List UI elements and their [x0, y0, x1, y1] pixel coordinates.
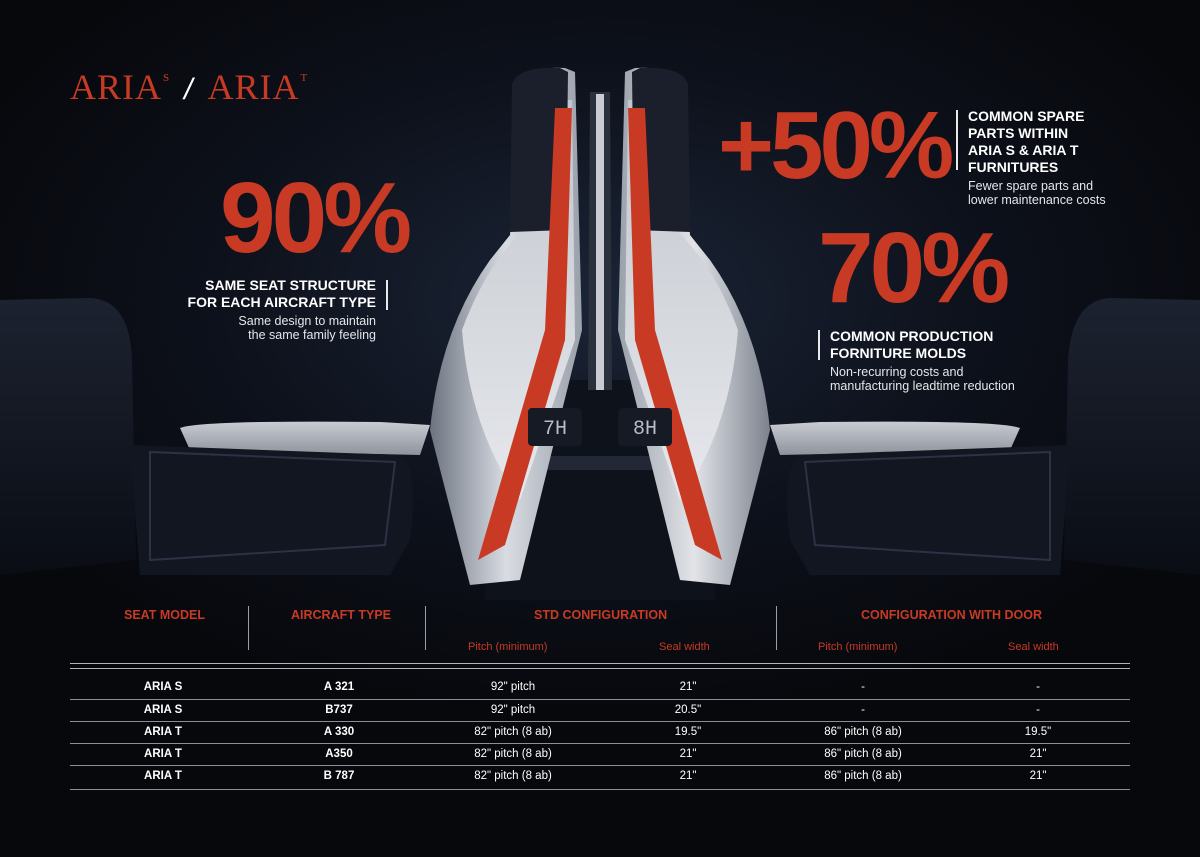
cell-std-pitch: 92" pitch [490, 704, 536, 716]
table-row: ARIA T A350 82" pitch (8 ab) 21" 86" pit… [70, 744, 1130, 766]
right-side-console [1064, 298, 1200, 575]
stat-90-heading-line: FOR EACH AIRCRAFT TYPE [187, 294, 376, 310]
table-bottom-rule [70, 789, 1130, 790]
table-header-rule [70, 668, 1130, 669]
seat-label-7h: 7H [543, 418, 567, 441]
seat-plate-8h [618, 408, 672, 446]
cell-aircraft-type: B 787 [323, 770, 355, 782]
cell-seat-model: ARIA T [144, 726, 182, 738]
stat-50-heading-line: FURNITURES [968, 159, 1059, 175]
table-header-std-configuration: STD CONFIGURATION [534, 608, 668, 622]
seat-label-8h: 8H [633, 418, 657, 441]
table-row: ARIA S A 321 92" pitch 21" - - [70, 677, 1130, 699]
cell-door-pitch: 86" pitch (8 ab) [824, 726, 902, 738]
right-armrest-tray [770, 421, 1020, 455]
stat-70-sub-line: manufacturing leadtime reduction [830, 379, 1015, 393]
cell-door-width: 19.5" [1024, 726, 1052, 738]
stat-50-divider [956, 110, 958, 170]
stat-70-heading-line: COMMON PRODUCTION [830, 328, 994, 344]
stat-70-caption: COMMON PRODUCTION FORNITURE MOLDS Non-re… [818, 328, 1050, 393]
table-subheader-door-width: Seal width [1008, 641, 1059, 653]
table-subheader-std-width: Seal width [659, 641, 710, 653]
cell-aircraft-type: A 330 [323, 726, 355, 738]
cell-std-width: 19.5" [674, 726, 702, 738]
table-header-divider [248, 606, 249, 650]
cell-door-pitch: 86" pitch (8 ab) [824, 770, 902, 782]
table-row-rule [70, 721, 1130, 722]
cell-std-width: 21" [679, 770, 697, 782]
brand-sup-s: S [163, 72, 171, 84]
table-header-divider [776, 606, 777, 650]
seat-illustration: 7H 8H [0, 67, 1200, 600]
left-side-console [0, 298, 136, 575]
cell-seat-model: ARIA T [144, 770, 182, 782]
cell-door-width: 21" [1029, 748, 1047, 760]
table-header-seat-model: SEAT MODEL [124, 608, 206, 622]
cell-std-pitch: 92" pitch [490, 681, 536, 693]
right-lower-shell [786, 445, 1070, 575]
stat-90-sub-line: the same family feeling [248, 328, 376, 342]
stat-70-heading-line: FORNITURE MOLDS [830, 345, 967, 361]
stat-70-sub-line: Non-recurring costs and [830, 365, 964, 379]
stat-90-caption: SAME SEAT STRUCTURE FOR EACH AIRCRAFT TY… [150, 277, 388, 342]
cell-door-width: - [1036, 681, 1040, 693]
table-row-rule [70, 765, 1130, 766]
cell-seat-model: ARIA S [143, 704, 183, 716]
cell-door-pitch: - [861, 704, 865, 716]
table-row: ARIA T A 330 82" pitch (8 ab) 19.5" 86" … [70, 722, 1130, 744]
brand-separator: / [184, 73, 194, 106]
table-row: ARIA T B 787 82" pitch (8 ab) 21" 86" pi… [70, 766, 1130, 788]
stat-90-heading-line: SAME SEAT STRUCTURE [205, 277, 376, 293]
cell-std-pitch: 82" pitch (8 ab) [474, 748, 552, 760]
seat-plate-7h [528, 408, 582, 446]
left-armrest-tray [180, 421, 430, 455]
cell-std-width: 21" [679, 748, 697, 760]
stat-50-caption: COMMON SPARE PARTS WITHIN ARIA S & ARIA … [956, 108, 1168, 207]
table-row: ARIA S B737 92" pitch 20.5" - - [70, 700, 1130, 722]
stat-50-heading-line: ARIA S & ARIA T [968, 142, 1079, 158]
table-header-aircraft-type: AIRCRAFT TYPE [291, 608, 391, 622]
right-red-stripe [628, 108, 722, 560]
brand-logo: ARIAS/ARIAT [70, 66, 308, 108]
brand-aria-t: ARIA [207, 67, 300, 107]
cell-std-width: 21" [679, 681, 697, 693]
cell-door-pitch: - [861, 681, 865, 693]
stat-70-divider [818, 330, 820, 360]
left-lower-shell [130, 445, 414, 575]
table-header-divider [425, 606, 426, 650]
stat-70-value: 70% [818, 212, 1010, 324]
cell-seat-model: ARIA T [144, 748, 182, 760]
stat-90-value: 90% [220, 162, 412, 274]
stat-50-sub-line: Fewer spare parts and [968, 179, 1094, 193]
brand-sup-t: T [300, 72, 309, 84]
cell-std-width: 20.5" [674, 704, 702, 716]
table-subheader-std-pitch: Pitch (minimum) [468, 641, 548, 653]
stat-50-sub-line: lower maintenance costs [968, 193, 1106, 207]
table-subheader-door-pitch: Pitch (minimum) [818, 641, 898, 653]
left-red-stripe [478, 108, 572, 560]
stat-50-heading-line: PARTS WITHIN [968, 125, 1069, 141]
cell-aircraft-type: B737 [325, 704, 353, 716]
table-row-rule [70, 699, 1130, 700]
cell-std-pitch: 82" pitch (8 ab) [474, 726, 552, 738]
table-row-rule [70, 743, 1130, 744]
cell-door-pitch: 86" pitch (8 ab) [824, 748, 902, 760]
table-header-rule [70, 663, 1130, 664]
cell-seat-model: ARIA S [143, 681, 183, 693]
cell-aircraft-type: A350 [325, 748, 353, 760]
stat-90-divider [386, 280, 388, 310]
stat-90-sub-line: Same design to maintain [238, 314, 376, 328]
cell-std-pitch: 82" pitch (8 ab) [474, 770, 552, 782]
stat-50-heading-line: COMMON SPARE [968, 108, 1085, 124]
cell-aircraft-type: A 321 [323, 681, 355, 693]
stat-50-value: +50% [718, 92, 954, 199]
brand-aria-s: ARIA [70, 67, 162, 107]
cell-door-width: 21" [1029, 770, 1047, 782]
table-header-configuration-with-door: CONFIGURATION WITH DOOR [861, 608, 1042, 622]
cell-door-width: - [1036, 704, 1040, 716]
